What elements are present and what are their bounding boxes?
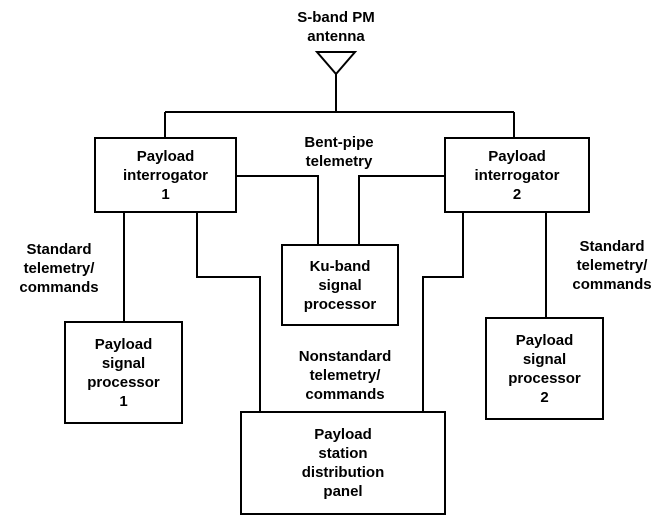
ku-band-signal-processor-block: Ku-band signal processor <box>281 244 399 326</box>
payload-interrogator-1-label: Payload interrogator 1 <box>122 147 208 203</box>
standard-telemetry-left-label: Standard telemetry/ commands <box>19 241 99 296</box>
payload-signal-processor-1-block: Payload signal processor 1 <box>64 321 183 424</box>
payload-station-distribution-panel-label: Payload station distribution panel <box>301 426 385 500</box>
nonstandard-telemetry-label: Nonstandard telemetry/ commands <box>298 348 392 403</box>
payload-interrogator-1-block: Payload interrogator 1 <box>94 137 237 213</box>
standard-telemetry-right-label: Standard telemetry/ commands <box>572 238 652 293</box>
bent-pipe-telemetry-label: Bent-pipe telemetry <box>304 134 374 170</box>
ku-band-signal-processor-label: Ku-band signal processor <box>303 257 377 313</box>
payload-interrogator-2-block: Payload interrogator 2 <box>444 137 590 213</box>
antenna-label: S-band PM antenna <box>297 9 375 45</box>
payload-signal-processor-1-label: Payload signal processor 1 <box>87 335 160 410</box>
payload-signal-processor-2-label: Payload signal processor 2 <box>508 331 581 406</box>
antenna-symbol <box>314 51 358 76</box>
payload-signal-processor-2-block: Payload signal processor 2 <box>485 317 604 420</box>
payload-station-distribution-panel-block: Payload station distribution panel <box>240 411 446 515</box>
payload-interrogator-2-label: Payload interrogator 2 <box>474 147 560 203</box>
